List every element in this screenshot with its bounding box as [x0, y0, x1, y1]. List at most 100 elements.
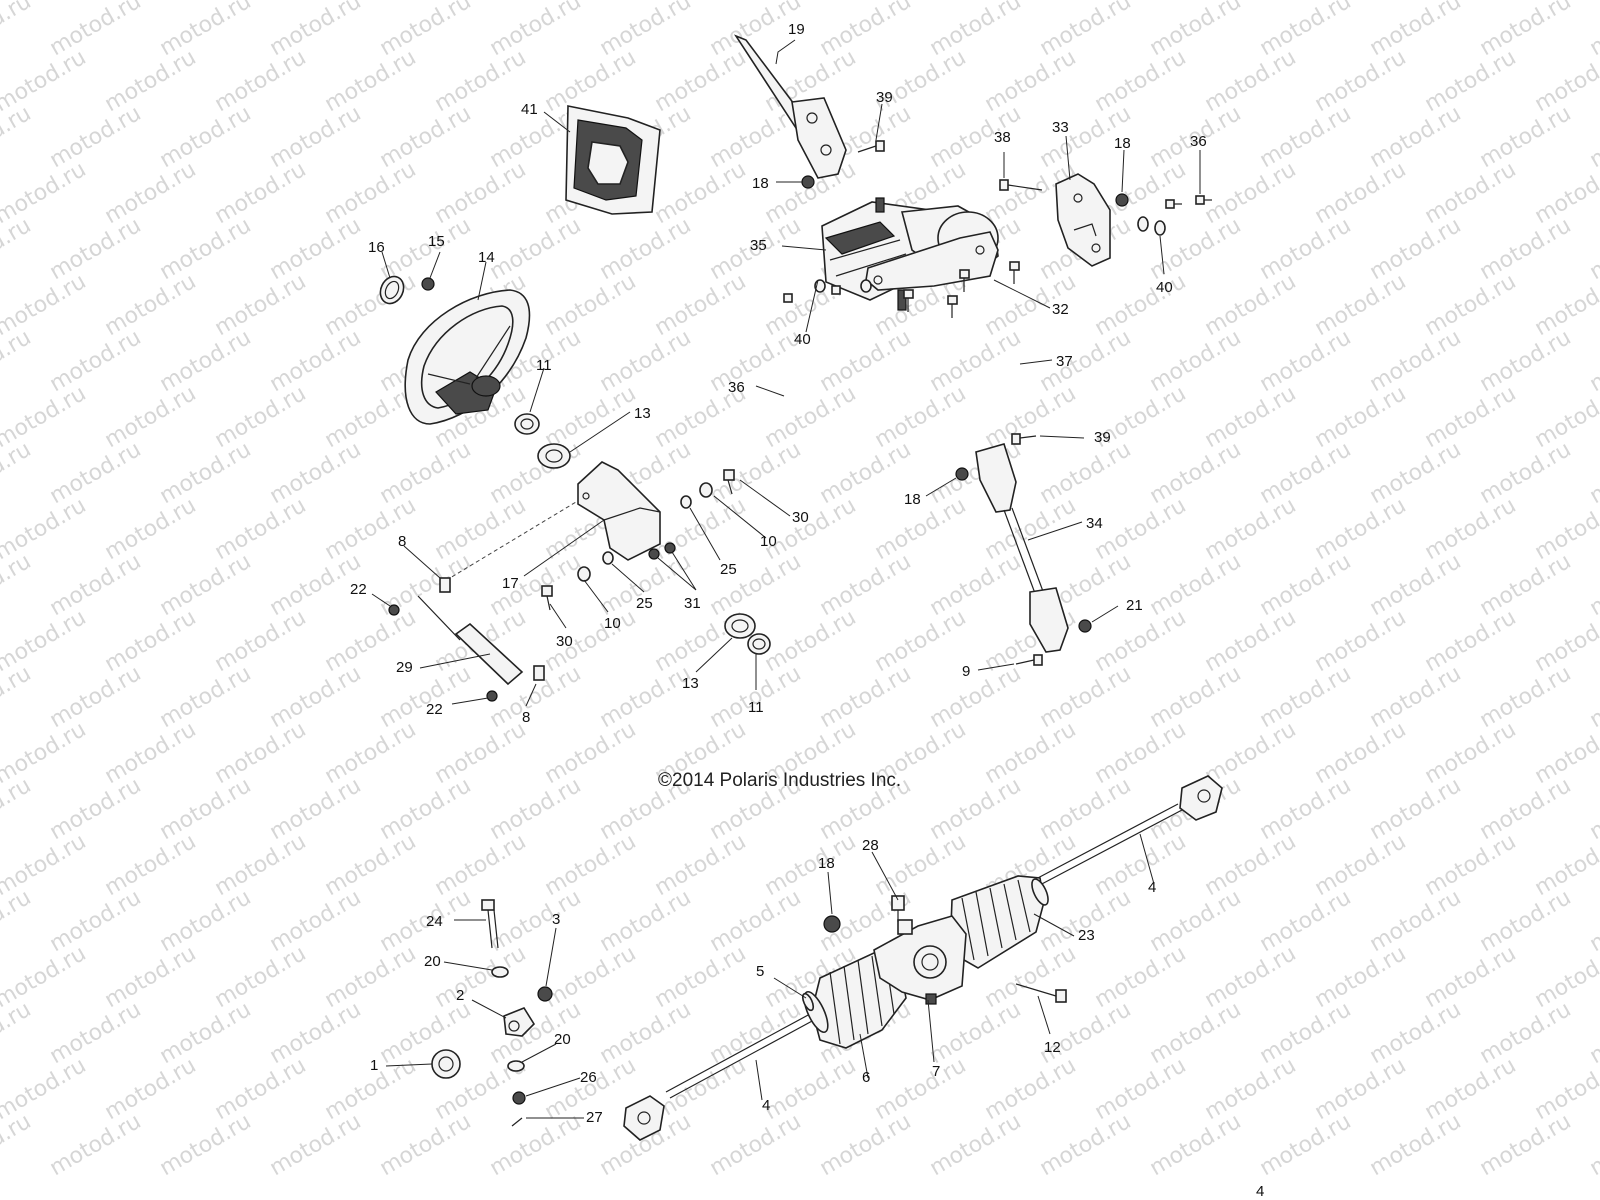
- watermark-text: motod.ru: [1091, 941, 1191, 1013]
- callout-5: 5: [756, 963, 764, 980]
- watermark-text: motod.ru: [0, 1109, 35, 1181]
- part-38-bolt: [999, 179, 1043, 191]
- watermark-text: motod.ru: [1476, 549, 1576, 621]
- callout-1: 1: [370, 1057, 378, 1074]
- watermark-text: motod.ru: [761, 1053, 861, 1125]
- watermark-text: motod.ru: [101, 493, 201, 565]
- watermark-text: motod.ru: [266, 0, 366, 61]
- watermark-text: motod.ru: [486, 1109, 586, 1181]
- watermark-text: motod.ru: [706, 1109, 806, 1181]
- watermark-text: motod.ru: [156, 101, 256, 173]
- watermark-text: motod.ru: [1146, 885, 1246, 957]
- watermark-text: motod.ru: [816, 437, 916, 509]
- callout-10-left: 10: [604, 615, 621, 632]
- callout-26: 26: [580, 1069, 597, 1086]
- callout-36-top: 36: [1190, 133, 1207, 150]
- watermark-text: motod.ru: [431, 157, 531, 229]
- watermark-text: motod.ru: [1256, 549, 1356, 621]
- callout-2: 2: [456, 987, 464, 1004]
- part-13-seal-upper: [537, 443, 571, 469]
- watermark-text: motod.ru: [1036, 661, 1136, 733]
- watermark-text: motod.ru: [1311, 493, 1411, 565]
- part-4-tie-rod-left: [623, 1013, 815, 1141]
- callout-11-lower: 11: [748, 699, 764, 716]
- part-30-10-25-pivot-hardware: [541, 469, 735, 611]
- watermark-text: motod.ru: [1146, 549, 1246, 621]
- watermark-text: motod.ru: [101, 381, 201, 453]
- watermark-text: motod.ru: [101, 829, 201, 901]
- watermark-text: motod.ru: [926, 1109, 1026, 1181]
- callout-35: 35: [750, 237, 767, 254]
- watermark-text: motod.ru: [101, 941, 201, 1013]
- watermark-text: motod.ru: [1036, 997, 1136, 1069]
- watermark-text: motod.ru: [816, 0, 916, 61]
- watermark-text: motod.ru: [101, 45, 201, 117]
- callout-21: 21: [1126, 597, 1143, 614]
- callout-20-upper: 20: [424, 953, 441, 970]
- callout-15: 15: [428, 233, 445, 250]
- copyright-notice: ©2014 Polaris Industries Inc.: [658, 770, 901, 791]
- watermark-text: motod.ru: [46, 1109, 146, 1181]
- watermark-text: motod.ru: [1366, 325, 1466, 397]
- watermark-text: motod.ru: [1201, 941, 1301, 1013]
- callout-28: 28: [862, 837, 879, 854]
- watermark-text: motod.ru: [46, 325, 146, 397]
- watermark-text: motod.ru: [1256, 1109, 1356, 1181]
- watermark-text: motod.ru: [156, 773, 256, 845]
- watermark-text: motod.ru: [651, 45, 751, 117]
- part-36-screws-top: [1165, 195, 1212, 209]
- part-26-nut: [512, 1091, 526, 1105]
- part-20-washer-a: [491, 966, 509, 978]
- watermark-text: motod.ru: [1476, 773, 1576, 845]
- watermark-text: motod.ru: [1036, 0, 1136, 61]
- watermark-text: motod.ru: [1476, 437, 1576, 509]
- callout-12: 12: [1044, 1039, 1061, 1056]
- watermark-text: motod.ru: [431, 45, 531, 117]
- watermark-text: motod.ru: [0, 0, 35, 61]
- watermark-text: motod.ru: [926, 549, 1026, 621]
- callout-27: 27: [586, 1109, 603, 1126]
- watermark-text: motod.ru: [376, 101, 476, 173]
- watermark-text: motod.ru: [1091, 45, 1191, 117]
- watermark-text: motod.ru: [1421, 605, 1521, 677]
- watermark-text: motod.ru: [46, 437, 146, 509]
- part-7-rack-housing: [873, 915, 967, 1005]
- part-18-nut-b: [1115, 193, 1129, 207]
- watermark-text: motod.ru: [1586, 213, 1600, 285]
- part-14-steering-wheel: [404, 289, 531, 425]
- watermark-text: motod.ru: [706, 661, 806, 733]
- callout-23: 23: [1078, 927, 1095, 944]
- watermark-text: motod.ru: [0, 213, 35, 285]
- watermark-text: motod.ru: [1256, 437, 1356, 509]
- watermark-text: motod.ru: [981, 1053, 1081, 1125]
- watermark-text: motod.ru: [0, 997, 35, 1069]
- part-2-tie-rod-end: [503, 1007, 536, 1037]
- watermark-text: motod.ru: [1421, 717, 1521, 789]
- callout-18-d: 18: [818, 855, 835, 872]
- watermark-text: motod.ru: [651, 829, 751, 901]
- watermark-text: motod.ru: [266, 1109, 366, 1181]
- part-13-seal-lower: [724, 613, 756, 639]
- watermark-text: motod.ru: [926, 997, 1026, 1069]
- watermark-text: motod.ru: [1036, 437, 1136, 509]
- part-21-nut: [1078, 619, 1092, 633]
- watermark-text: motod.ru: [981, 381, 1081, 453]
- watermark-text: motod.ru: [1256, 0, 1356, 61]
- watermark-text: motod.ru: [1586, 1109, 1600, 1181]
- watermark-text: motod.ru: [376, 0, 476, 61]
- watermark-text: motod.ru: [1091, 1053, 1191, 1125]
- watermark-text: motod.ru: [1201, 1053, 1301, 1125]
- watermark-text: motod.ru: [651, 941, 751, 1013]
- watermark-text: motod.ru: [266, 773, 366, 845]
- callout-25-right: 25: [720, 561, 737, 578]
- watermark-text: motod.ru: [1586, 101, 1600, 173]
- watermark-text: motod.ru: [211, 941, 311, 1013]
- callout-11-upper: 11: [536, 357, 552, 374]
- watermark-text: motod.ru: [1201, 157, 1301, 229]
- watermark-text: motod.ru: [1421, 45, 1521, 117]
- callout-16: 16: [368, 239, 385, 256]
- watermark-text: motod.ru: [1476, 885, 1576, 957]
- watermark-text: motod.ru: [816, 661, 916, 733]
- watermark-text: motod.ru: [46, 0, 146, 61]
- watermark-text: motod.ru: [816, 1109, 916, 1181]
